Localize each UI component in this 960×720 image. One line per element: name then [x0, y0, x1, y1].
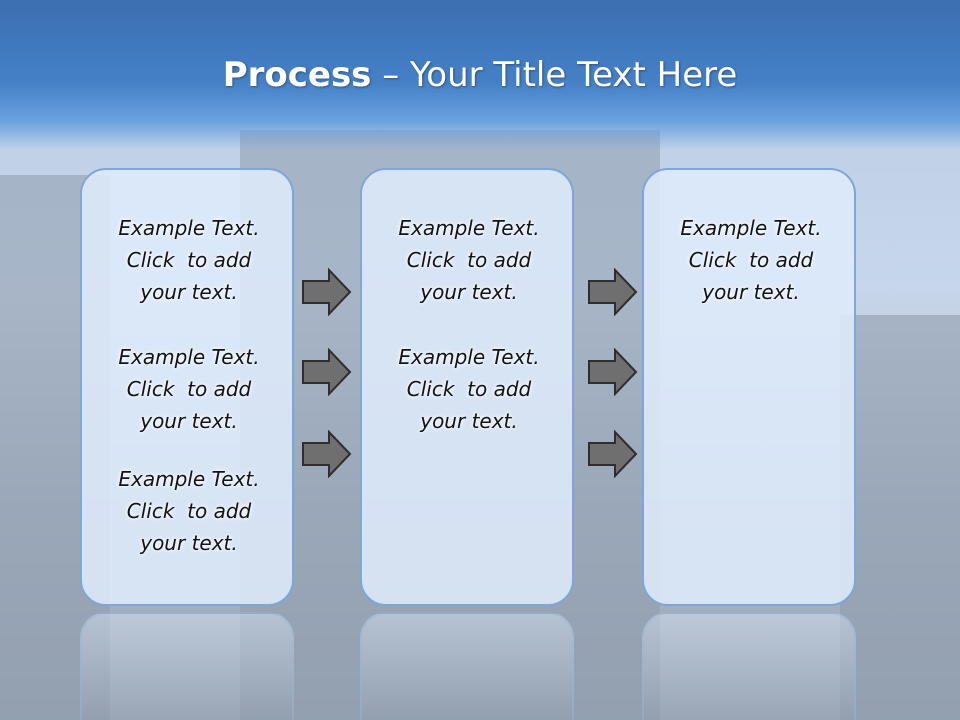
text-placeholder[interactable]: Example Text. Click to add your text.: [118, 467, 260, 555]
title-bold: Process: [222, 55, 372, 95]
box-reflection-1: [80, 612, 294, 720]
text-placeholder[interactable]: Example Text. Click to add your text.: [118, 345, 260, 433]
right-arrow-icon[interactable]: [302, 348, 352, 396]
title-rest: – Your Title Text Here: [382, 55, 738, 95]
process-box-3[interactable]: Example Text. Click to add your text.: [642, 168, 856, 606]
slide-title[interactable]: Process – Your Title Text Here: [0, 52, 960, 98]
right-arrow-icon[interactable]: [302, 268, 352, 316]
text-placeholder[interactable]: Example Text. Click to add your text.: [118, 216, 260, 304]
title-bar: [0, 0, 960, 150]
text-placeholder[interactable]: Example Text. Click to add your text.: [398, 216, 540, 304]
right-arrow-icon[interactable]: [588, 430, 638, 478]
box-reflection-3: [642, 612, 856, 720]
text-placeholder[interactable]: Example Text. Click to add your text.: [680, 216, 822, 304]
box-reflection-2: [360, 612, 574, 720]
right-arrow-icon[interactable]: [588, 268, 638, 316]
right-arrow-icon[interactable]: [588, 348, 638, 396]
text-placeholder[interactable]: Example Text. Click to add your text.: [398, 345, 540, 433]
stupa-right: [840, 315, 960, 720]
right-arrow-icon[interactable]: [302, 430, 352, 478]
process-box-2[interactable]: Example Text. Click to add your text. Ex…: [360, 168, 574, 606]
process-box-1[interactable]: Example Text. Click to add your text. Ex…: [80, 168, 294, 606]
